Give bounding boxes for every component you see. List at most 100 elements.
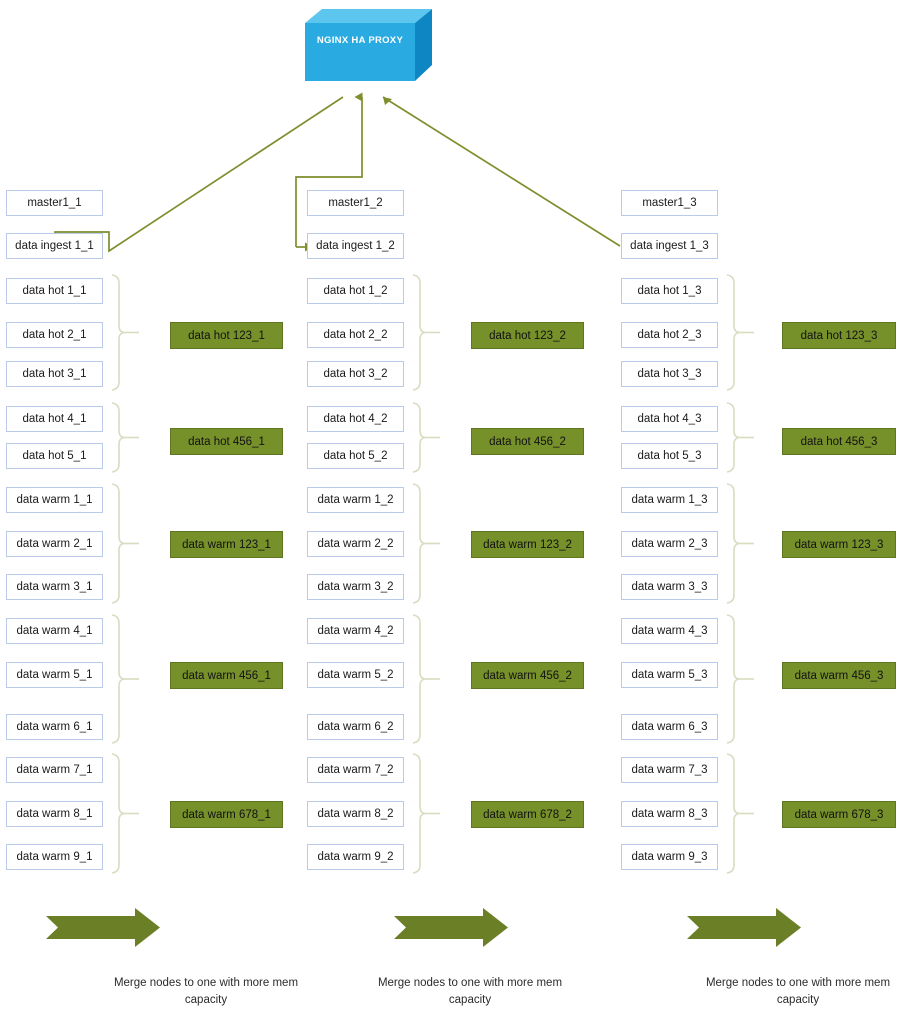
master-node-col3[interactable]: master1_3 xyxy=(621,190,718,216)
brace-col1-0 xyxy=(111,274,126,391)
merged-node-col3-4-label: data warm 678_3 xyxy=(794,808,884,821)
data-node-col2-1[interactable]: data hot 2_2 xyxy=(307,322,404,348)
brace-col1-1 xyxy=(111,402,126,473)
data-node-col2-12[interactable]: data warm 8_2 xyxy=(307,801,404,827)
data-node-col1-8-label: data warm 4_1 xyxy=(16,625,93,637)
data-node-col1-2[interactable]: data hot 3_1 xyxy=(6,361,103,387)
data-node-col2-3[interactable]: data hot 4_2 xyxy=(307,406,404,432)
merge-arrow-col2 xyxy=(394,908,508,947)
data-node-col1-9[interactable]: data warm 5_1 xyxy=(6,662,103,688)
data-node-col1-1[interactable]: data hot 2_1 xyxy=(6,322,103,348)
data-node-col3-12[interactable]: data warm 8_3 xyxy=(621,801,718,827)
merged-node-col1-2[interactable]: data warm 123_1 xyxy=(170,531,283,558)
data-node-col3-7[interactable]: data warm 3_3 xyxy=(621,574,718,600)
data-node-col3-5[interactable]: data warm 1_3 xyxy=(621,487,718,513)
data-node-col2-3-label: data hot 4_2 xyxy=(323,413,388,425)
data-node-col3-3[interactable]: data hot 4_3 xyxy=(621,406,718,432)
data-node-col1-11[interactable]: data warm 7_1 xyxy=(6,757,103,783)
data-node-col2-7[interactable]: data warm 3_2 xyxy=(307,574,404,600)
data-node-col2-8-label: data warm 4_2 xyxy=(317,625,394,637)
data-node-col2-7-label: data warm 3_2 xyxy=(317,581,394,593)
data-node-col2-0[interactable]: data hot 1_2 xyxy=(307,278,404,304)
master-node-col2[interactable]: master1_2 xyxy=(307,190,404,216)
merged-node-col3-3[interactable]: data warm 456_3 xyxy=(782,662,896,689)
data-node-col1-9-label: data warm 5_1 xyxy=(16,669,93,681)
data-node-col3-0[interactable]: data hot 1_3 xyxy=(621,278,718,304)
master-node-col1[interactable]: master1_1 xyxy=(6,190,103,216)
merged-node-col1-3[interactable]: data warm 456_1 xyxy=(170,662,283,689)
ingest-node-col1[interactable]: data ingest 1_1 xyxy=(6,233,103,259)
data-node-col3-1-label: data hot 2_3 xyxy=(637,329,702,341)
data-node-col3-1[interactable]: data hot 2_3 xyxy=(621,322,718,348)
brace-col3-1 xyxy=(726,402,741,473)
data-node-col1-1-label: data hot 2_1 xyxy=(22,329,87,341)
data-node-col2-8[interactable]: data warm 4_2 xyxy=(307,618,404,644)
data-node-col3-13[interactable]: data warm 9_3 xyxy=(621,844,718,870)
data-node-col3-11[interactable]: data warm 7_3 xyxy=(621,757,718,783)
data-node-col3-2[interactable]: data hot 3_3 xyxy=(621,361,718,387)
data-node-col2-13[interactable]: data warm 9_2 xyxy=(307,844,404,870)
data-node-col3-9-label: data warm 5_3 xyxy=(631,669,708,681)
data-node-col2-11[interactable]: data warm 7_2 xyxy=(307,757,404,783)
merged-node-col3-2-label: data warm 123_3 xyxy=(794,538,884,551)
merged-node-col3-1[interactable]: data hot 456_3 xyxy=(782,428,896,455)
merged-node-col2-3[interactable]: data warm 456_2 xyxy=(471,662,584,689)
data-node-col2-5[interactable]: data warm 1_2 xyxy=(307,487,404,513)
data-node-col1-3-label: data hot 4_1 xyxy=(22,413,87,425)
data-node-col1-4[interactable]: data hot 5_1 xyxy=(6,443,103,469)
data-node-col2-10[interactable]: data warm 6_2 xyxy=(307,714,404,740)
data-node-col1-6[interactable]: data warm 2_1 xyxy=(6,531,103,557)
brace-col3-3 xyxy=(726,614,741,744)
data-node-col1-2-label: data hot 3_1 xyxy=(22,368,87,380)
merged-node-col3-4[interactable]: data warm 678_3 xyxy=(782,801,896,828)
merged-node-col1-4[interactable]: data warm 678_1 xyxy=(170,801,283,828)
merged-node-col2-4[interactable]: data warm 678_2 xyxy=(471,801,584,828)
data-node-col1-10[interactable]: data warm 6_1 xyxy=(6,714,103,740)
data-node-col3-8-label: data warm 4_3 xyxy=(631,625,708,637)
data-node-col1-13[interactable]: data warm 9_1 xyxy=(6,844,103,870)
merged-node-col1-0[interactable]: data hot 123_1 xyxy=(170,322,283,349)
nginx-ha-proxy-node[interactable]: NGINX HA PROXY xyxy=(305,9,432,81)
ingest-node-col3[interactable]: data ingest 1_3 xyxy=(621,233,718,259)
data-node-col1-7[interactable]: data warm 3_1 xyxy=(6,574,103,600)
merged-node-col2-1[interactable]: data hot 456_2 xyxy=(471,428,584,455)
data-node-col3-4[interactable]: data hot 5_3 xyxy=(621,443,718,469)
merged-node-col2-0[interactable]: data hot 123_2 xyxy=(471,322,584,349)
connector-col2 xyxy=(295,92,363,252)
cube-3d-icon xyxy=(305,9,432,81)
merged-node-col2-2[interactable]: data warm 123_2 xyxy=(471,531,584,558)
ingest-node-col2[interactable]: data ingest 1_2 xyxy=(307,233,404,259)
brace-col2-0 xyxy=(412,274,427,391)
data-node-col3-5-label: data warm 1_3 xyxy=(631,494,708,506)
data-node-col3-2-label: data hot 3_3 xyxy=(637,368,702,380)
merged-node-col1-0-label: data hot 123_1 xyxy=(188,329,265,342)
data-node-col3-6[interactable]: data warm 2_3 xyxy=(621,531,718,557)
data-node-col1-5[interactable]: data warm 1_1 xyxy=(6,487,103,513)
data-node-col3-12-label: data warm 8_3 xyxy=(631,808,708,820)
data-node-col2-12-label: data warm 8_2 xyxy=(317,808,394,820)
data-node-col1-0[interactable]: data hot 1_1 xyxy=(6,278,103,304)
data-node-col3-9[interactable]: data warm 5_3 xyxy=(621,662,718,688)
data-node-col2-2[interactable]: data hot 3_2 xyxy=(307,361,404,387)
data-node-col2-2-label: data hot 3_2 xyxy=(323,368,388,380)
brace-col1-2 xyxy=(111,483,126,604)
merged-node-col1-1[interactable]: data hot 456_1 xyxy=(170,428,283,455)
brace-col1-4 xyxy=(111,753,126,874)
data-node-col2-9[interactable]: data warm 5_2 xyxy=(307,662,404,688)
data-node-col1-8[interactable]: data warm 4_1 xyxy=(6,618,103,644)
ingest-node-col2-label: data ingest 1_2 xyxy=(316,240,395,252)
data-node-col2-6[interactable]: data warm 2_2 xyxy=(307,531,404,557)
merged-node-col3-2[interactable]: data warm 123_3 xyxy=(782,531,896,558)
master-node-col2-label: master1_2 xyxy=(328,197,383,209)
data-node-col2-6-label: data warm 2_2 xyxy=(317,538,394,550)
data-node-col3-10[interactable]: data warm 6_3 xyxy=(621,714,718,740)
data-node-col3-0-label: data hot 1_3 xyxy=(637,285,702,297)
merged-node-col3-0[interactable]: data hot 123_3 xyxy=(782,322,896,349)
data-node-col3-8[interactable]: data warm 4_3 xyxy=(621,618,718,644)
data-node-col2-9-label: data warm 5_2 xyxy=(317,669,394,681)
data-node-col2-4[interactable]: data hot 5_2 xyxy=(307,443,404,469)
data-node-col1-11-label: data warm 7_1 xyxy=(16,764,93,776)
data-node-col1-12[interactable]: data warm 8_1 xyxy=(6,801,103,827)
data-node-col1-3[interactable]: data hot 4_1 xyxy=(6,406,103,432)
merged-node-col3-3-label: data warm 456_3 xyxy=(794,669,884,682)
